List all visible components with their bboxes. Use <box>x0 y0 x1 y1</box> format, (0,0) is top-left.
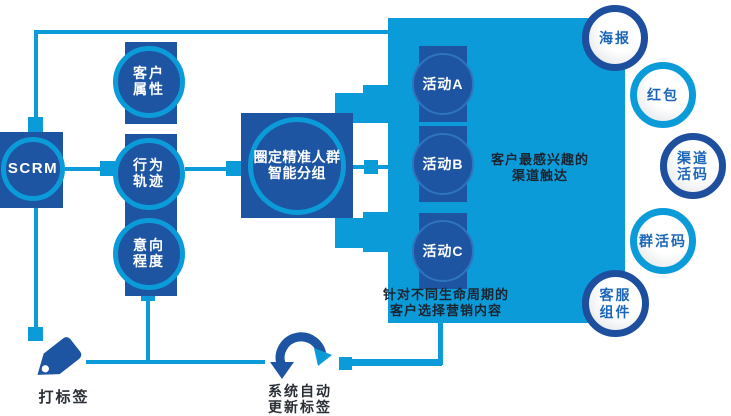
connector-top-line <box>36 30 388 34</box>
channel-label-line: 客服 <box>599 287 632 304</box>
feedback-line-left <box>86 360 265 364</box>
campaign-footnote: 针对不同生命周期的 客户选择营销内容 <box>371 287 521 319</box>
connector-node-square <box>364 160 378 174</box>
node-label-line: 客户 <box>133 65 165 82</box>
activity-label: 活动A <box>422 76 464 92</box>
connector-intention-down <box>146 298 150 362</box>
feedback-line-right <box>352 359 442 366</box>
connector-scrm-down <box>34 204 38 330</box>
activity-c-node: 活动C <box>412 220 474 282</box>
activity-label: 活动B <box>422 156 464 172</box>
connector-node-square <box>226 161 241 176</box>
channel-live-code: 渠道 活码 <box>660 133 726 199</box>
node-label-line: 属性 <box>133 81 165 97</box>
connector-node-square <box>28 117 43 132</box>
node-label-line: 轨迹 <box>133 173 165 189</box>
channel-poster: 海报 <box>582 5 648 71</box>
tag-icon-label: 打标签 <box>16 389 112 407</box>
connector-node-square <box>339 357 352 370</box>
caption-line: 客户最感兴趣的 <box>490 152 589 167</box>
node-label-line: 智能分组 <box>268 165 326 181</box>
connector-scrm-right <box>63 167 101 171</box>
node-label-line: 行为 <box>133 157 165 174</box>
refresh-icon <box>266 322 332 384</box>
customer-attributes-node: 客户 属性 <box>113 46 185 118</box>
activity-a-node: 活动A <box>412 53 474 115</box>
connector-node-square <box>100 161 115 176</box>
activity-b-node: 活动B <box>412 133 474 195</box>
intention-level-node: 意向 程度 <box>113 218 185 290</box>
connector-node-square <box>28 327 43 341</box>
behavior-track-node: 行为 轨迹 <box>113 138 185 210</box>
activity-label: 活动C <box>422 243 464 259</box>
campaign-caption: 客户最感兴趣的 渠道触达 <box>465 152 615 184</box>
channel-label-line: 活码 <box>677 166 709 182</box>
node-label-line: 程度 <box>133 253 165 269</box>
channel-label-line: 渠道 <box>677 149 709 166</box>
connector-box-down <box>438 322 443 365</box>
channel-label-line: 海报 <box>599 29 631 46</box>
connector-top-vertical <box>34 30 38 120</box>
icon-label-line: 打标签 <box>38 389 90 406</box>
footnote-line: 针对不同生命周期的 <box>382 287 509 302</box>
icon-label-line: 系统自动 <box>268 383 332 399</box>
channel-group-live-code: 群活码 <box>630 208 696 274</box>
node-label-line: 意向 <box>133 237 165 254</box>
icon-label-line: 更新标签 <box>268 398 332 415</box>
channel-label-line: 红包 <box>647 86 679 103</box>
node-label-line: 圈定精准人群 <box>253 149 341 166</box>
refresh-icon-label: 系统自动 更新标签 <box>252 383 348 415</box>
channel-service-widget: 客服 组件 <box>582 270 649 337</box>
connector-behavior-right <box>185 167 227 171</box>
footnote-line: 客户选择营销内容 <box>389 302 502 318</box>
channel-label-line: 群活码 <box>639 232 687 249</box>
grouping-node: 圈定精准人群 智能分组 <box>248 117 346 215</box>
scrm-label: SCRM <box>7 159 59 177</box>
tag-icon <box>24 336 88 388</box>
branch-bar-bottom-step <box>363 212 390 252</box>
branch-bar-top-step <box>363 85 390 123</box>
channel-red-packet: 红包 <box>630 62 696 128</box>
caption-line: 渠道触达 <box>511 167 568 183</box>
channel-label-line: 组件 <box>599 303 632 320</box>
scrm-node: SCRM <box>1 137 65 201</box>
